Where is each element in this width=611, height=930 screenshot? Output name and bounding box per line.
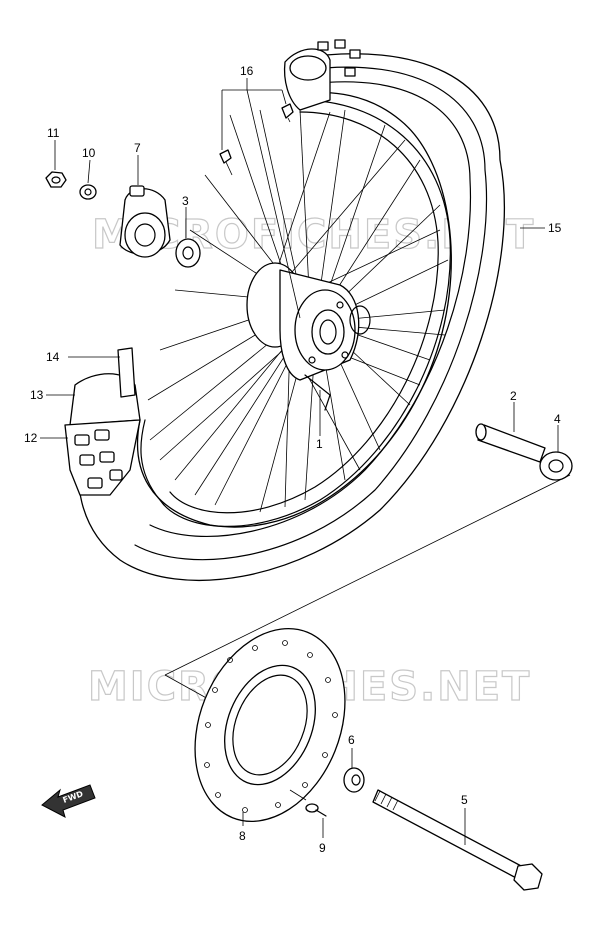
forward-direction-indicator: FWD xyxy=(41,784,96,818)
spacer-2 xyxy=(475,423,546,463)
nut-11 xyxy=(45,171,67,188)
wheel-hub xyxy=(246,262,371,411)
speedometer-gearbox xyxy=(119,185,171,258)
callout-3: 3 xyxy=(182,194,189,208)
axle-centerline xyxy=(164,474,571,676)
callout-labels: 1 2 3 4 5 6 7 8 9 10 11 12 13 14 15 16 xyxy=(24,64,562,855)
callout-13: 13 xyxy=(30,388,44,402)
callout-14: 14 xyxy=(46,350,60,364)
bearing-3 xyxy=(175,238,201,268)
callout-6: 6 xyxy=(348,733,355,747)
tube-valve-area xyxy=(283,39,361,111)
rim-band-assembly xyxy=(64,347,141,496)
collar-6 xyxy=(343,767,365,793)
callout-5: 5 xyxy=(461,793,468,807)
front-axle xyxy=(372,789,543,891)
washer-10 xyxy=(79,184,97,200)
brake-disc xyxy=(194,627,346,823)
callout-8: 8 xyxy=(239,829,246,843)
rim xyxy=(140,99,451,527)
callout-4: 4 xyxy=(554,412,561,426)
bolt-9 xyxy=(305,803,327,817)
callout-15: 15 xyxy=(548,221,562,235)
callout-1: 1 xyxy=(316,437,323,451)
callout-9: 9 xyxy=(319,841,326,855)
callout-10: 10 xyxy=(82,146,96,160)
callout-16: 16 xyxy=(240,64,254,78)
leader-lines xyxy=(40,78,559,845)
callout-7: 7 xyxy=(134,141,141,155)
callout-12: 12 xyxy=(24,431,38,445)
spoke-nipples xyxy=(219,103,294,176)
callout-2: 2 xyxy=(510,389,517,403)
bearing-4 xyxy=(539,451,573,481)
callout-11: 11 xyxy=(47,126,60,140)
